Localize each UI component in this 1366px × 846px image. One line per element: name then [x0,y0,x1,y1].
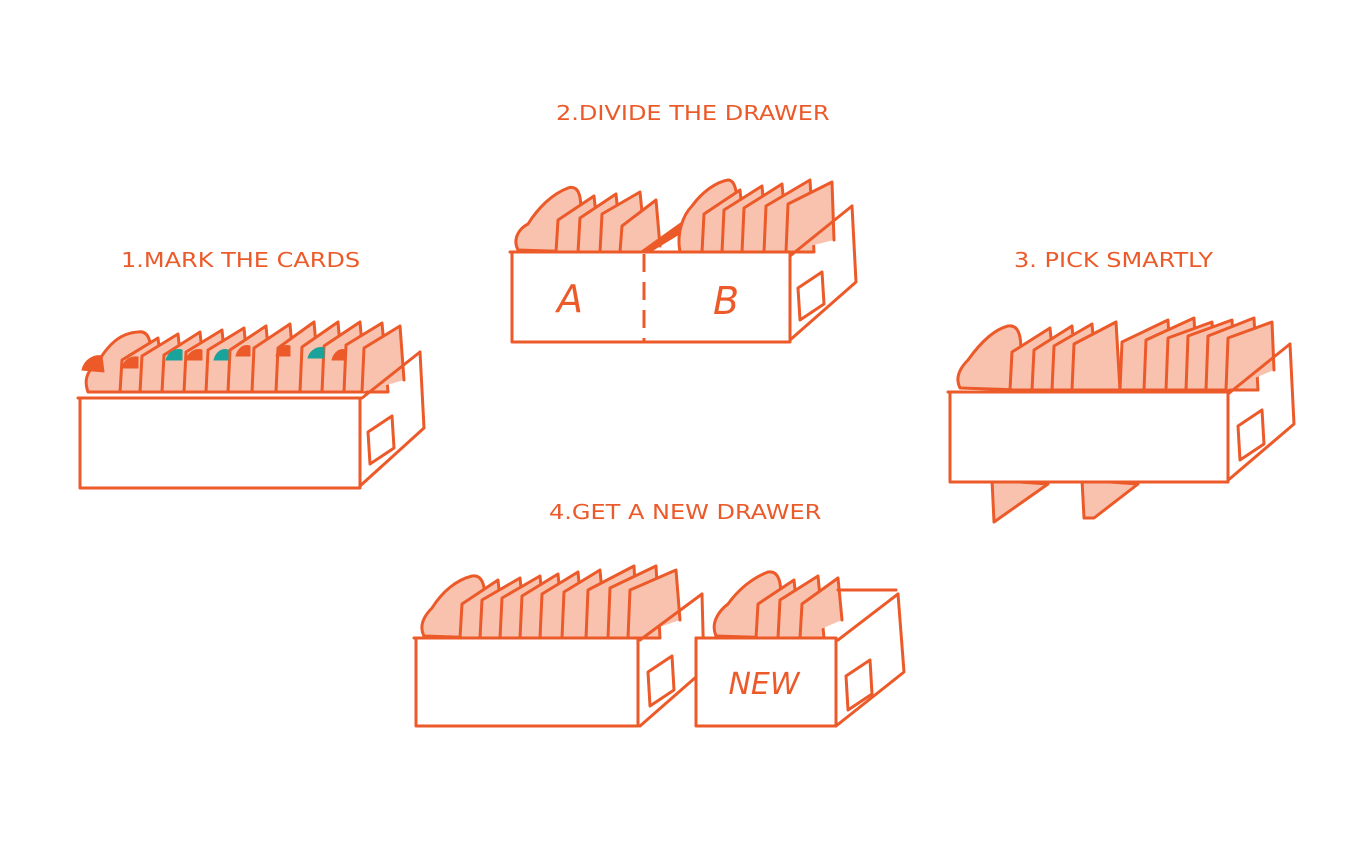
step-4-new-drawer-front [694,636,838,728]
step-2-drawer-front [510,250,792,344]
step-2-drawer: A B [508,178,858,344]
step-3-drawer [946,316,1296,524]
step-2-cards-a [514,185,687,254]
step-3-cards [956,316,1276,392]
step-1-drawer-front [78,396,362,490]
step-3-title: 3. PICK SMARTLY [1014,247,1213,273]
step-4-new-drawer: NEW [694,570,906,728]
step-4-new-cards [712,570,844,640]
step-4-old-drawer-handle [646,654,676,708]
step-2-title: 2.DIVIDE THE DRAWER [556,100,830,126]
step-4-new-drawer-handle [844,658,874,712]
step-1-title: 1.MARK THE CARDS [121,247,361,273]
step-4-old-drawer [412,564,706,728]
section-a-label: A [554,277,583,321]
step-3-drawer-front [948,390,1230,484]
step-1-cards [84,320,406,394]
step-1-drawer [76,320,426,490]
step-3-pulled-cards [990,478,1140,524]
step-3-drawer-handle [1236,408,1266,462]
new-drawer-label: NEW [728,667,800,702]
step-4-title: 4.GET A NEW DRAWER [549,499,822,525]
step-2-drawer-handle [796,270,826,322]
step-4-old-drawer-front [414,636,640,728]
step-1-drawer-handle [366,414,396,466]
section-b-label: B [713,279,739,323]
step-4-old-cards [420,564,682,640]
step-1-card-marks [81,345,347,373]
